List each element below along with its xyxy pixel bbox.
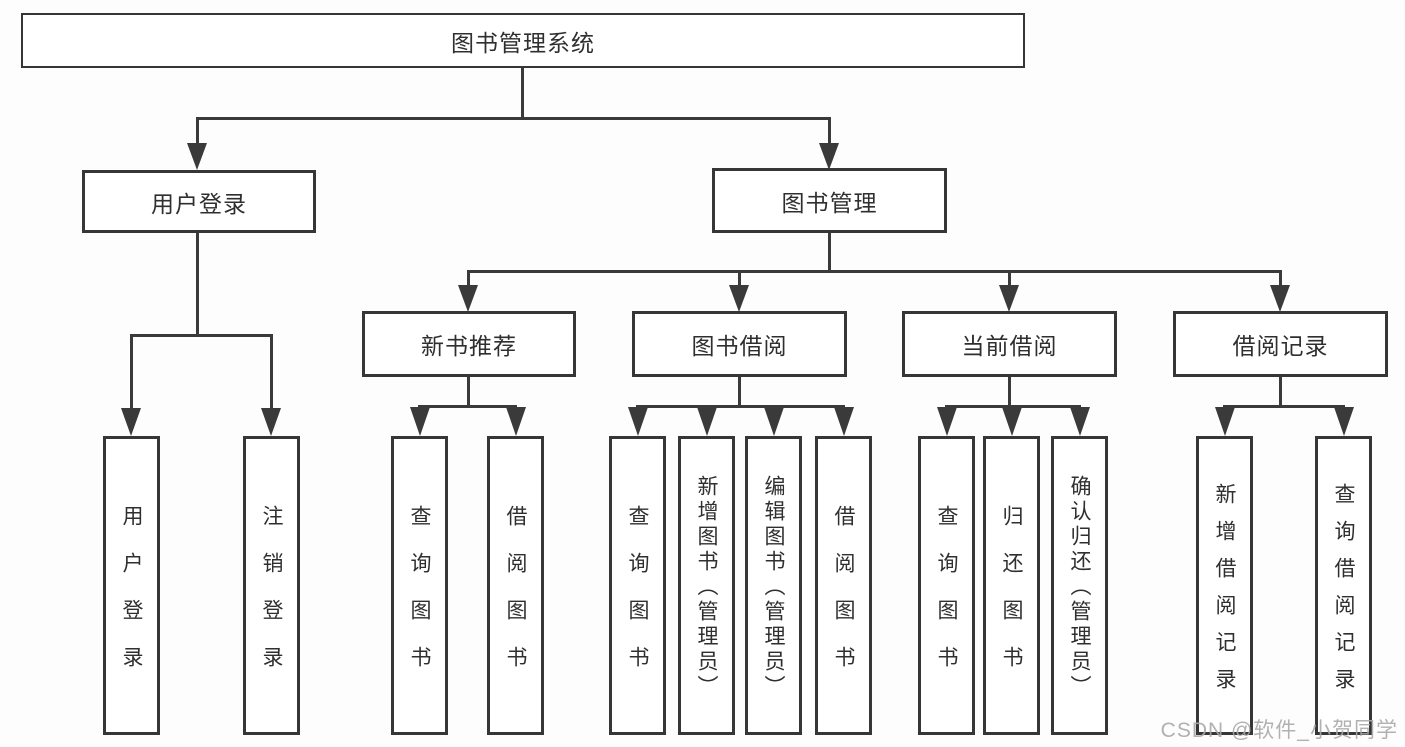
leaf-logout: 注销登录 [243,436,300,735]
leaf-query-book-borrow: 查询图书 [609,436,666,735]
node-borrowing-records: 借阅记录 [1173,311,1388,377]
csdn-watermark: CSDN @软件_小贺同学 [1160,719,1398,742]
connector-line [1223,405,1345,408]
connector-line [738,377,741,407]
connector-line [945,405,1081,408]
arrow-down-icon [729,285,749,312]
connector-line [636,405,845,408]
arrow-down-icon [1070,407,1090,436]
connector-line [1279,377,1282,407]
connector-line [196,117,831,120]
arrow-down-icon [121,408,141,436]
arrow-down-icon [187,143,207,170]
connector-line [828,117,831,145]
connector-line [467,270,1282,273]
arrow-down-icon [458,285,478,312]
arrow-down-icon [410,407,430,436]
node-book-management-branch: 图书管理 [712,168,947,233]
connector-line [1279,270,1282,286]
leaf-edit-book-admin: 编辑图书（管理员） [745,436,802,735]
leaf-user-login: 用户登录 [103,436,160,735]
leaf-query-book-recommend: 查询图书 [391,436,448,735]
leaf-borrow-book: 借阅图书 [815,436,872,735]
node-current-borrowing: 当前借阅 [902,311,1117,377]
arrow-down-icon [764,407,784,436]
connector-line [1008,270,1011,286]
node-user-login-branch: 用户登录 [82,170,316,233]
arrow-down-icon [697,407,717,436]
arrow-down-icon [819,143,839,170]
leaf-confirm-return-admin: 确认归还（管理员） [1051,436,1108,735]
arrow-down-icon [937,407,957,436]
connector-line [738,270,741,286]
node-library-management-system: 图书管理系统 [21,13,1025,68]
arrow-down-icon [628,407,648,436]
connector-line [467,377,470,407]
connector-line [270,334,273,410]
connector-line [521,68,524,118]
connector-line [196,117,199,145]
leaf-add-borrow-record: 新增借阅记录 [1196,436,1253,735]
arrow-down-icon [999,285,1019,312]
connector-line [1008,377,1011,407]
connector-line [130,334,133,410]
leaf-return-book: 归还图书 [983,436,1040,735]
connector-line [130,334,273,337]
arrow-down-icon [506,407,526,436]
arrow-down-icon [261,408,281,436]
arrow-down-icon [1334,407,1354,436]
arrow-down-icon [1002,407,1022,436]
leaf-query-book-current: 查询图书 [918,436,975,735]
connector-line [828,233,831,271]
connector-line [418,405,517,408]
arrow-down-icon [1215,407,1235,436]
arrow-down-icon [834,407,854,436]
connector-line [467,270,470,286]
connector-line [196,233,199,336]
arrow-down-icon [1270,285,1290,312]
leaf-borrow-book-recommend: 借阅图书 [487,436,544,735]
node-book-borrowing: 图书借阅 [632,311,847,377]
leaf-query-borrow-record: 查询借阅记录 [1315,436,1372,735]
node-new-book-recommendation: 新书推荐 [362,311,576,377]
leaf-add-book-admin: 新增图书（管理员） [678,436,735,735]
